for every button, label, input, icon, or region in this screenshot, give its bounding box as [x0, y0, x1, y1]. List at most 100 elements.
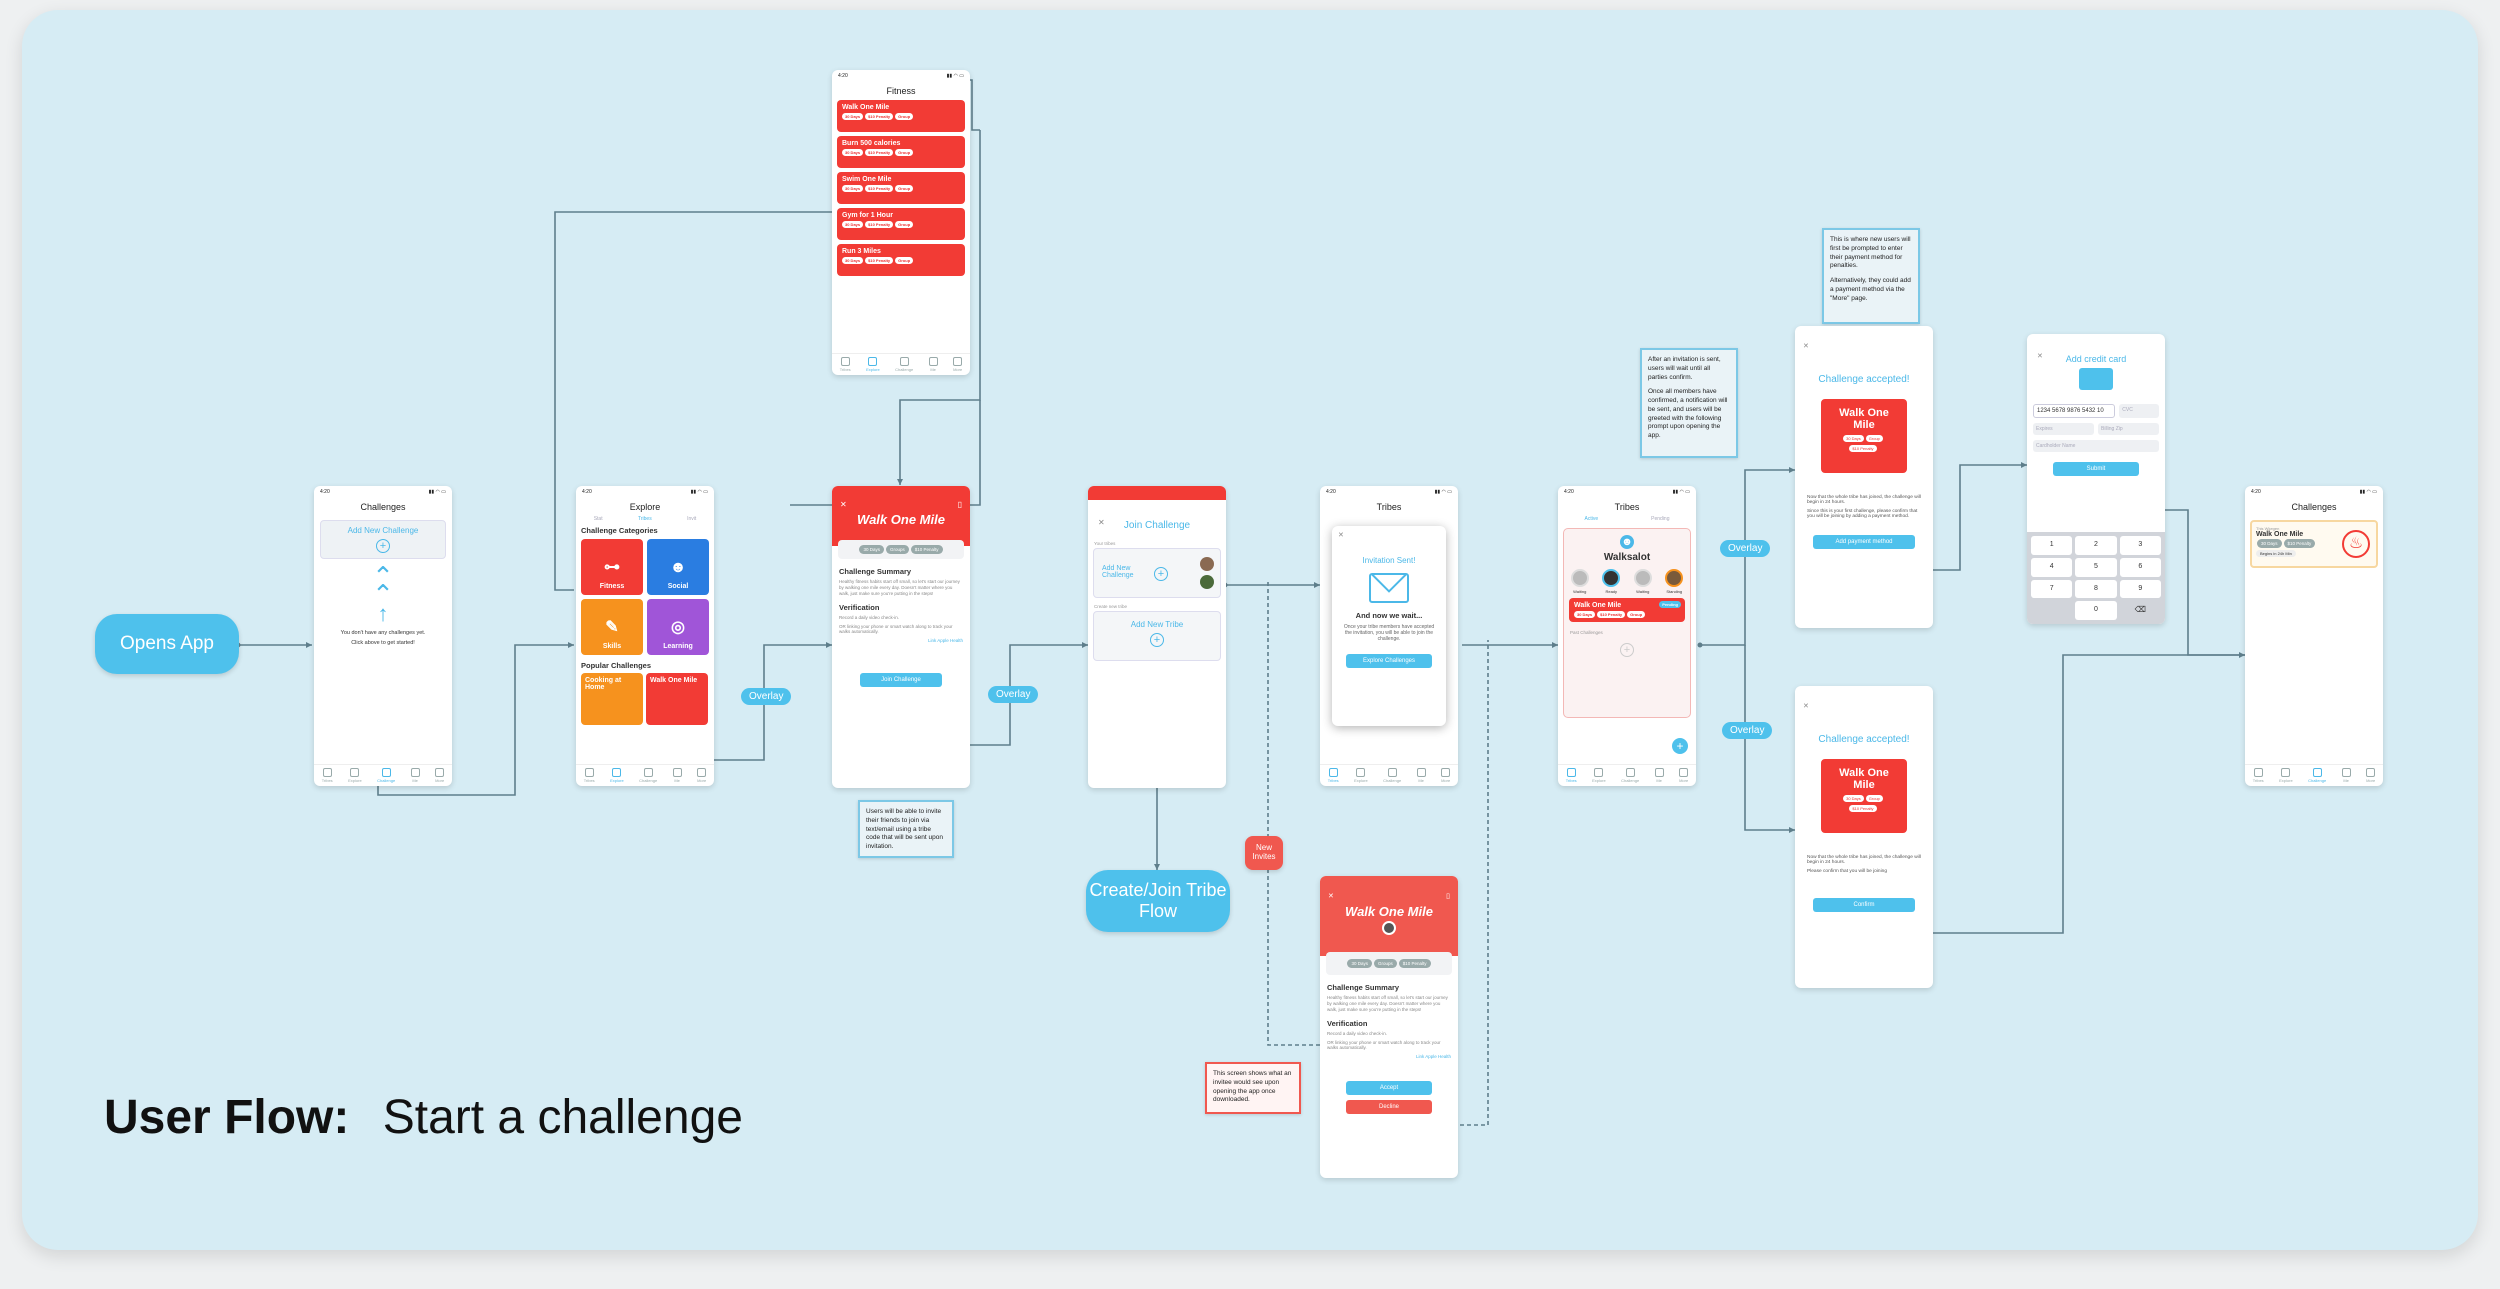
close-icon[interactable]: ✕ [1328, 892, 1334, 900]
tab-bar: Tribes Explore Challenge Me More [314, 764, 452, 786]
tab-tribes[interactable]: Tribes [638, 516, 652, 522]
tab-me[interactable]: Me [2342, 768, 2351, 783]
tab-tribes[interactable]: Tribes [322, 768, 333, 783]
explore-challenges-button[interactable]: Explore Challenges [1346, 654, 1432, 668]
overlay-tag: Overlay [1720, 540, 1770, 557]
bookmark-icon[interactable]: ▯ [1446, 892, 1450, 900]
tab-bar: Tribes Explore Challenge Me More [2245, 764, 2383, 786]
tab-me[interactable]: Me [929, 357, 938, 372]
screen-invitee: ✕ ▯ Walk One Mile 30 DaysGroups$10 Penal… [1320, 876, 1458, 1178]
category-learning[interactable]: ◎Learning [647, 599, 709, 655]
add-new-tribe-button[interactable]: Add New Tribe + [1093, 611, 1221, 661]
confirm-button[interactable]: Confirm [1813, 898, 1915, 912]
close-icon[interactable]: ✕ [1338, 531, 1344, 539]
tab-tribes[interactable]: Tribes [2253, 768, 2264, 783]
tab-more[interactable]: More [953, 357, 962, 372]
tribe-row[interactable]: Add New Challenge + [1093, 548, 1221, 598]
link-apple-health[interactable]: Link Apple Health [839, 638, 963, 643]
keypad-key[interactable]: 5 [2075, 558, 2116, 577]
popular-card[interactable]: Walk One Mile [646, 673, 708, 725]
tab-pending[interactable]: Pending [1651, 516, 1669, 522]
tab-challenge[interactable]: Challenge [1383, 768, 1401, 783]
add-new-challenge-button[interactable]: Add New Challenge + [320, 520, 446, 559]
category-social[interactable]: ☻Social [647, 539, 709, 595]
tab-me[interactable]: Me [673, 768, 682, 783]
accept-button[interactable]: Accept [1346, 1081, 1432, 1095]
plus-icon: + [1154, 567, 1168, 581]
tribe-member: Standing [1665, 569, 1683, 594]
keypad-key[interactable]: 7 [2031, 580, 2072, 599]
keypad-key[interactable]: 0 [2075, 601, 2116, 620]
tab-me[interactable]: Me [1417, 768, 1426, 783]
tab-more[interactable]: More [697, 768, 706, 783]
add-payment-button[interactable]: Add payment method [1813, 535, 1915, 549]
tab-challenge[interactable]: Challenge [2308, 768, 2326, 783]
tab-explore[interactable]: Explore [610, 768, 624, 783]
bookmark-icon[interactable]: ▯ [958, 500, 962, 509]
category-skills[interactable]: ✎Skills [581, 599, 643, 655]
tab-tribes[interactable]: Tribes [1328, 768, 1339, 783]
keypad-key[interactable]: 3 [2120, 536, 2161, 555]
tab-invit[interactable]: Invit [687, 516, 696, 522]
keypad-key[interactable]: 4 [2031, 558, 2072, 577]
keypad-key[interactable]: 2 [2075, 536, 2116, 555]
close-icon[interactable]: ✕ [1098, 518, 1105, 527]
tab-explore[interactable]: Explore [2279, 768, 2293, 783]
tab-explore[interactable]: Explore [866, 357, 880, 372]
close-icon[interactable]: ✕ [840, 500, 847, 509]
zip-field[interactable]: Billing Zip [2098, 423, 2159, 435]
close-icon[interactable]: ✕ [2037, 352, 2043, 360]
tab-challenge[interactable]: Challenge [639, 768, 657, 783]
accepted-card-title: Walk One Mile [1834, 767, 1894, 791]
tab-tribes[interactable]: Tribes [1566, 768, 1577, 783]
popular-card[interactable]: Cooking at Home [581, 673, 643, 725]
tab-more[interactable]: More [2366, 768, 2375, 783]
tab-stat[interactable]: Stat [594, 516, 603, 522]
screen-title: Tribes [1558, 502, 1696, 512]
expiry-field[interactable]: Expires [2033, 423, 2094, 435]
close-icon[interactable]: ✕ [1803, 702, 1809, 710]
submit-button[interactable]: Submit [2053, 462, 2139, 476]
tab-explore[interactable]: Explore [1354, 768, 1368, 783]
chip: $10 Penalty [911, 545, 943, 554]
category-fitness[interactable]: ⊶Fitness [581, 539, 643, 595]
brush-icon: ✎ [605, 617, 618, 637]
tab-more[interactable]: More [1679, 768, 1688, 783]
tab-explore[interactable]: Explore [348, 768, 362, 783]
screen-invitation-sent: 4:20▮▮ ◠ ▭ Tribes ✕ Invitation Sent! And… [1320, 486, 1458, 786]
plus-icon[interactable]: + [1620, 643, 1634, 657]
keypad-key[interactable]: 9 [2120, 580, 2161, 599]
cardholder-field[interactable]: Cardholder Name [2033, 440, 2159, 452]
tab-more[interactable]: More [1441, 768, 1450, 783]
tab-tribes[interactable]: Tribes [840, 357, 851, 372]
keypad-key[interactable]: 1 [2031, 536, 2072, 555]
fab-add-icon[interactable]: + [1672, 738, 1688, 754]
tribe-challenge-card[interactable]: Walk One Mile Pending 30 Days$10 Penalty… [1569, 598, 1685, 622]
tab-more[interactable]: More [435, 768, 444, 783]
decline-button[interactable]: Decline [1346, 1100, 1432, 1114]
keypad-key[interactable]: 8 [2075, 580, 2116, 599]
accepted-title: Challenge accepted! [1795, 734, 1933, 745]
link-apple-health[interactable]: Link Apple Health [1327, 1054, 1451, 1059]
close-icon[interactable]: ✕ [1803, 342, 1809, 350]
active-challenge-card[interactable]: This Wkegen Walk One Mile 30 Days$10 Pen… [2250, 520, 2378, 568]
cvc-field[interactable]: CVC [2119, 404, 2159, 418]
backspace-icon[interactable]: ⌫ [2120, 601, 2161, 620]
card-number-field[interactable]: 1234 5678 9876 5432 10 [2033, 404, 2115, 418]
tab-challenge[interactable]: Challenge [377, 768, 395, 783]
tab-explore[interactable]: Explore [1592, 768, 1606, 783]
tab-me[interactable]: Me [411, 768, 420, 783]
join-challenge-button[interactable]: Join Challenge [860, 673, 942, 687]
tab-active[interactable]: Active [1585, 516, 1599, 522]
tab-challenge[interactable]: Challenge [895, 357, 913, 372]
tab-tribes[interactable]: Tribes [584, 768, 595, 783]
tab-challenge[interactable]: Challenge [1621, 768, 1639, 783]
tab-me[interactable]: Me [1655, 768, 1664, 783]
tab-bar: Tribes Explore Challenge Me More [832, 353, 970, 375]
keypad-key[interactable]: 6 [2120, 558, 2161, 577]
